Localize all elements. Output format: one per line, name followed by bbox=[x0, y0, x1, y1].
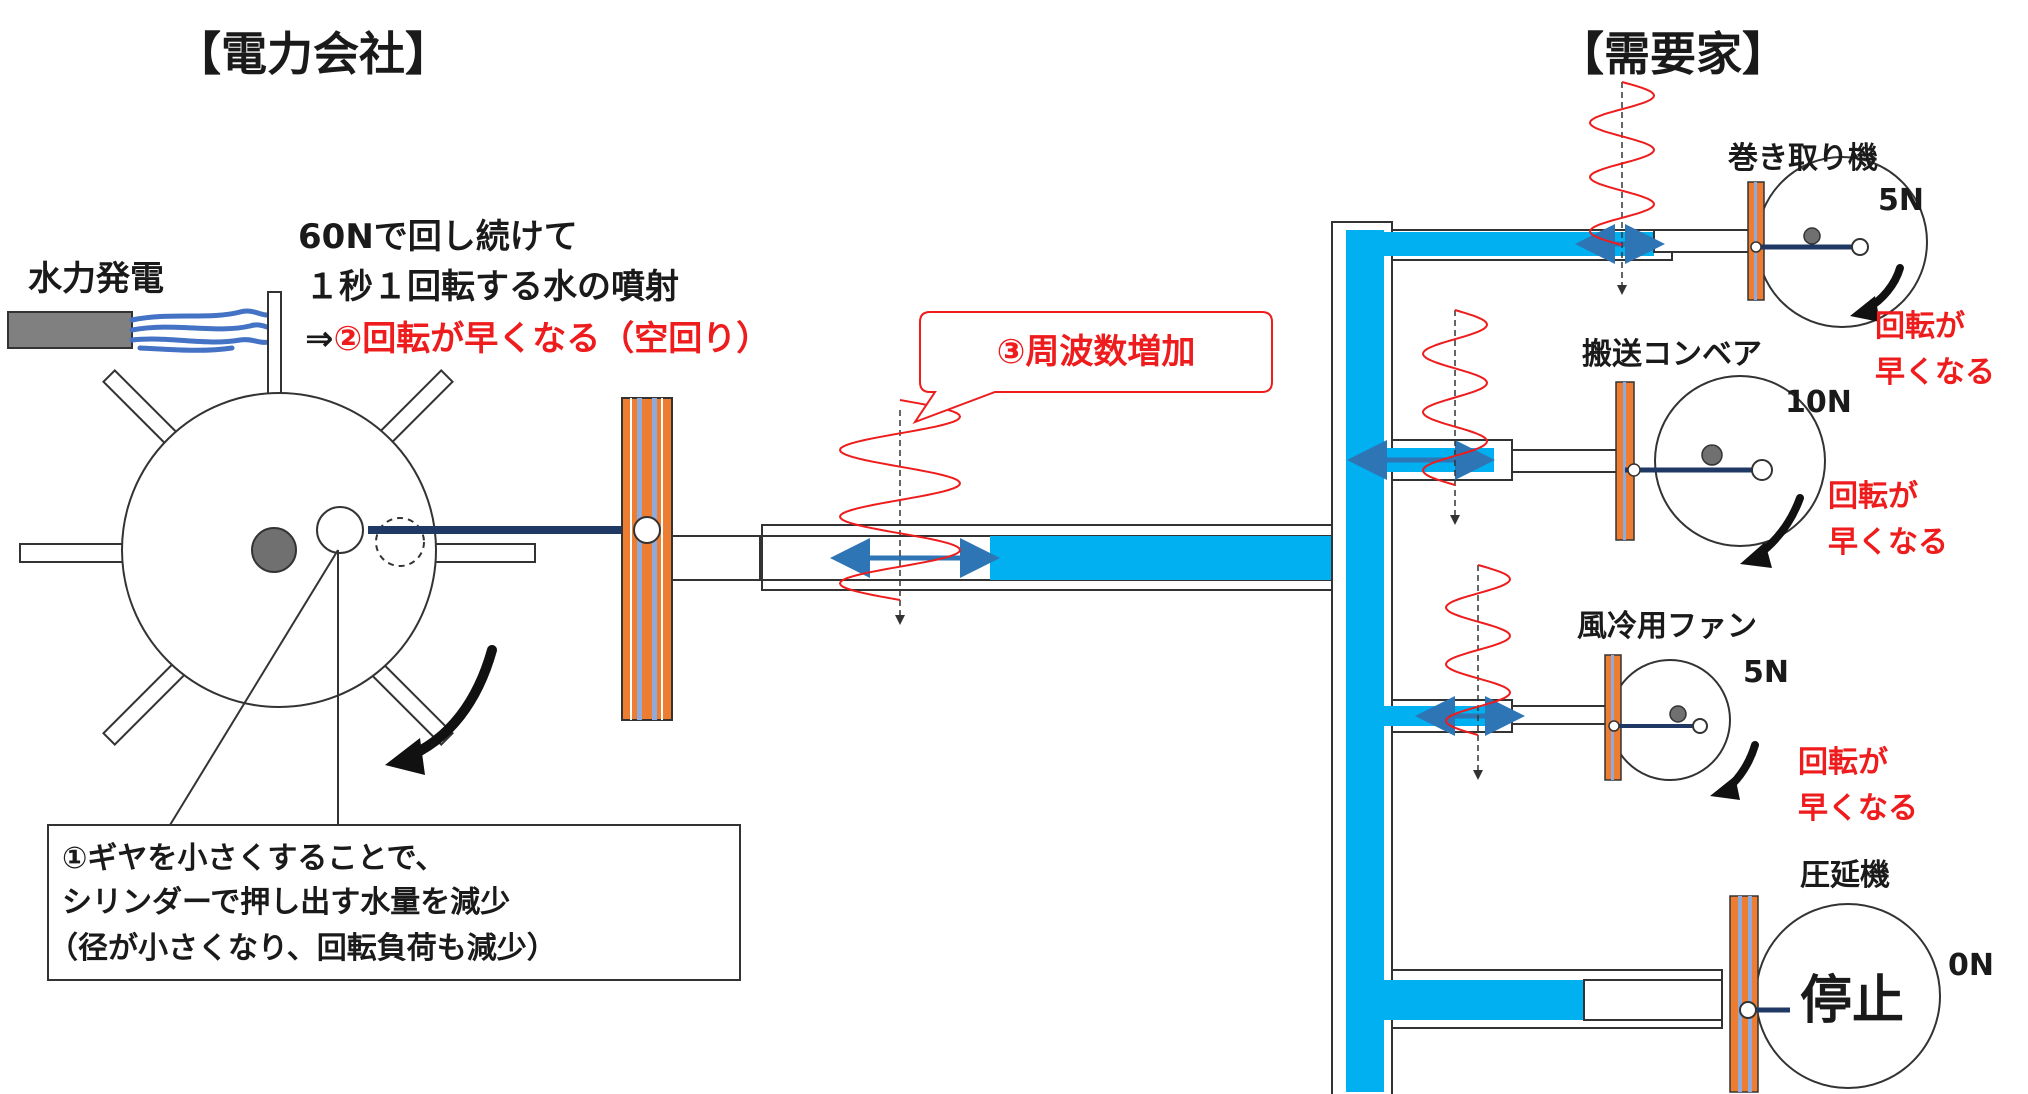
gear-note-box: ①ギヤを小さくすることで、 シリンダーで押し出す水量を減少 （径が小さくなり、回… bbox=[47, 824, 741, 981]
sine-wave-icon bbox=[838, 399, 962, 625]
load-plate bbox=[1729, 895, 1759, 1093]
load-note1: 回転が bbox=[1828, 479, 1918, 514]
branch-pipe-winder bbox=[1384, 229, 1765, 261]
old-gear-outline bbox=[375, 517, 425, 567]
load-status: 停止 bbox=[1800, 971, 1904, 1031]
load-force: 0N bbox=[1948, 948, 1994, 983]
load-note1: 回転が bbox=[1798, 745, 1888, 780]
load-force: 10N bbox=[1785, 385, 1852, 420]
load-name: 圧延機 bbox=[1800, 858, 1890, 893]
generator-note-line1: 60Nで回し続けて bbox=[298, 217, 578, 257]
piston-shaft bbox=[671, 535, 761, 581]
double-arrow-icon bbox=[830, 224, 1665, 736]
gear-note-line2: シリンダーで押し出す水量を減少 bbox=[62, 885, 510, 920]
load-fan: 風冷用ファン 5N 回転が 早くなる bbox=[1577, 609, 1918, 826]
curved-arrow-icon bbox=[1740, 494, 1804, 568]
load-mill: 圧延機 0N 停止 bbox=[1729, 858, 1994, 1093]
load-name: 風冷用ファン bbox=[1577, 609, 1757, 644]
water-wheel bbox=[19, 291, 536, 746]
curved-arrow-icon bbox=[1710, 741, 1759, 800]
callout-frequency: ③周波数増加 bbox=[912, 311, 1273, 425]
generator-note-line3-prefix: ⇒ bbox=[305, 319, 334, 359]
small-gear bbox=[316, 506, 364, 554]
load-hub bbox=[1701, 444, 1723, 466]
load-note2: 早くなる bbox=[1798, 791, 1918, 826]
gear-note-line1: ①ギヤを小さくすることで、 bbox=[62, 841, 445, 876]
load-name: 搬送コンベア bbox=[1582, 337, 1762, 372]
callout-frequency-text: ③周波数増加 bbox=[997, 332, 1196, 372]
load-winder: 巻き取り機 5N 回転が 早くなる bbox=[1727, 141, 1995, 390]
gear-note-leader bbox=[169, 549, 339, 826]
generator-note-line2: １秒１回転する水の噴射 bbox=[305, 267, 679, 307]
load-disk bbox=[1609, 659, 1731, 781]
heading-supplier: 【電力会社】 bbox=[175, 27, 451, 81]
curved-arrow-icon bbox=[385, 645, 497, 775]
sine-wave-icon bbox=[1444, 564, 1512, 780]
generator-label: 水力発電 bbox=[28, 259, 164, 299]
generator-note-line3: ⇒②回転が早くなる（空回り） bbox=[305, 319, 770, 359]
sine-wave-icon bbox=[1421, 309, 1489, 525]
wheel-hub bbox=[251, 527, 297, 573]
heading-consumer: 【需要家】 bbox=[1558, 27, 1788, 81]
nozzle bbox=[7, 311, 133, 349]
generator-note-line3-red: ②回転が早くなる（空回り） bbox=[334, 319, 771, 359]
sine-wave-icon bbox=[1588, 81, 1656, 295]
load-hub bbox=[1803, 227, 1821, 245]
main-piston-plate bbox=[621, 397, 673, 721]
load-hub bbox=[1669, 705, 1687, 723]
gear-note-line3: （径が小さくなり、回転負荷も減少） bbox=[48, 931, 557, 966]
load-note2: 早くなる bbox=[1875, 355, 1995, 390]
water-jet-icon bbox=[129, 308, 279, 353]
rod-joint bbox=[633, 516, 661, 544]
curved-arrow-icon bbox=[1850, 264, 1904, 322]
branch-pipe-mill bbox=[1384, 969, 1723, 1029]
load-force: 5N bbox=[1878, 183, 1924, 218]
load-note1: 回転が bbox=[1875, 309, 1965, 344]
load-name: 巻き取り機 bbox=[1727, 141, 1878, 176]
trunk-pipe bbox=[1331, 221, 1393, 1094]
load-note2: 早くなる bbox=[1828, 525, 1948, 560]
load-force: 5N bbox=[1743, 655, 1789, 690]
load-disk bbox=[1654, 375, 1826, 547]
load-conveyor: 搬送コンベア 10N 回転が 早くなる bbox=[1582, 337, 1948, 568]
